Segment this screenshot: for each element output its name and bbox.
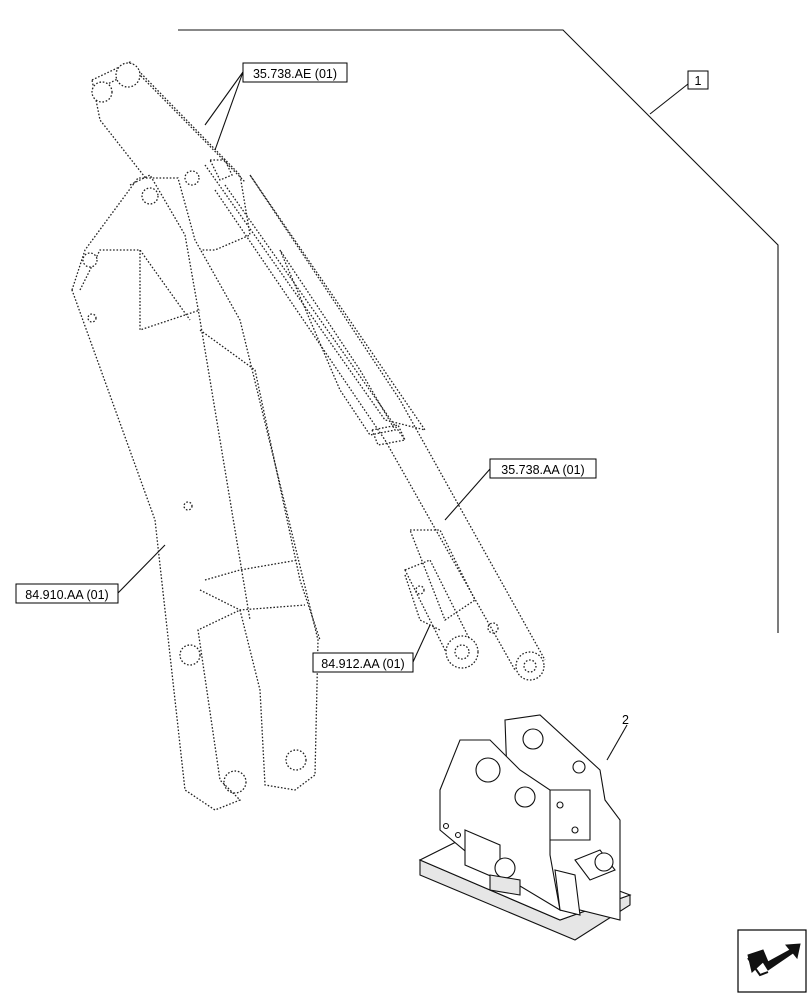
callout-item-1-text: 1 bbox=[695, 74, 702, 88]
callout-84-912-aa-text: 84.912.AA (01) bbox=[321, 657, 404, 671]
boom-outline bbox=[71, 61, 321, 811]
next-page-arrow-icon[interactable] bbox=[737, 929, 807, 993]
callout-35-738-aa-text: 35.738.AA (01) bbox=[501, 463, 584, 477]
callout-35-738-ae[interactable]: 35.738.AE (01) bbox=[242, 62, 348, 83]
callout-35-738-ae-text: 35.738.AE (01) bbox=[253, 67, 337, 81]
callout-35-738-aa[interactable]: 35.738.AA (01) bbox=[489, 458, 597, 479]
callout-84-910-aa[interactable]: 84.910.AA (01) bbox=[15, 583, 119, 604]
callout-item-2[interactable]: 2 bbox=[622, 713, 629, 727]
cylinder-outline bbox=[204, 159, 546, 681]
item-1-bracket bbox=[178, 29, 779, 633]
leader-lines bbox=[117, 71, 491, 663]
callout-item-1[interactable]: 1 bbox=[687, 70, 709, 90]
callout-item-2-text: 2 bbox=[622, 713, 629, 727]
callout-84-912-aa[interactable]: 84.912.AA (01) bbox=[312, 652, 414, 673]
plate-compactor bbox=[418, 714, 632, 941]
callout-84-910-aa-text: 84.910.AA (01) bbox=[25, 588, 108, 602]
